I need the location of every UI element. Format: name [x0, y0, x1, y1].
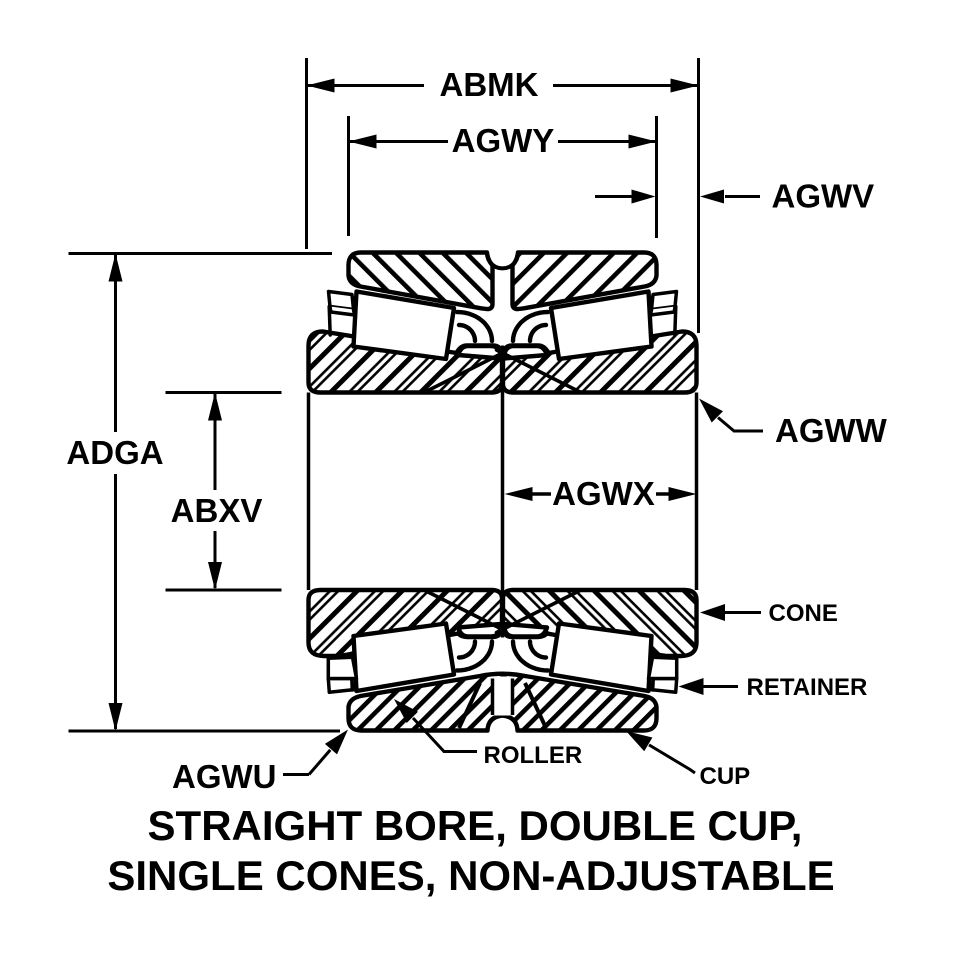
- svg-text:AGWX: AGWX: [552, 475, 655, 512]
- svg-text:AGWV: AGWV: [772, 178, 875, 215]
- svg-text:AGWY: AGWY: [452, 122, 555, 159]
- svg-text:RETAINER: RETAINER: [747, 674, 868, 701]
- svg-text:AGWU: AGWU: [172, 758, 276, 795]
- svg-text:SINGLE CONES, NON-ADJUSTABLE: SINGLE CONES, NON-ADJUSTABLE: [107, 852, 834, 899]
- svg-text:CUP: CUP: [700, 763, 751, 790]
- svg-text:AGWW: AGWW: [775, 412, 888, 449]
- svg-text:CONE: CONE: [769, 600, 838, 627]
- svg-text:ROLLER: ROLLER: [484, 742, 583, 769]
- svg-text:STRAIGHT BORE, DOUBLE CUP,: STRAIGHT BORE, DOUBLE CUP,: [148, 802, 803, 849]
- svg-text:ABMK: ABMK: [440, 66, 539, 103]
- svg-text:ADGA: ADGA: [66, 434, 163, 471]
- svg-text:ABXV: ABXV: [171, 492, 263, 529]
